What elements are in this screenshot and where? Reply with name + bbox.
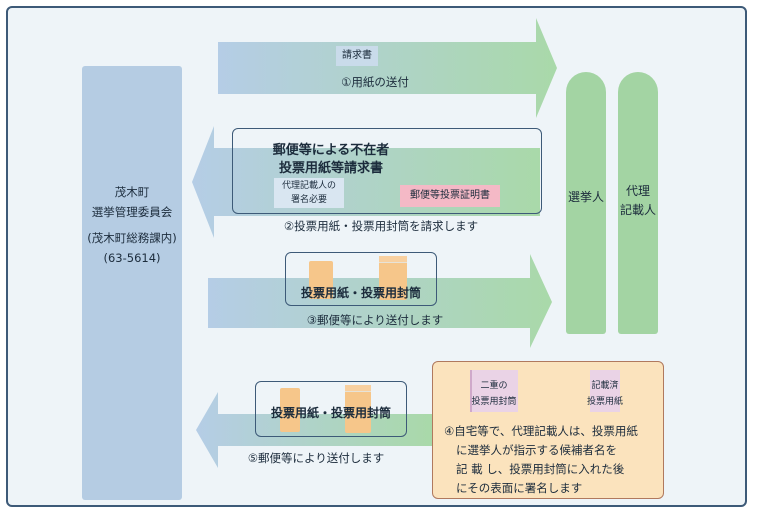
request-form-title-line1: 郵便等による不在者: [272, 143, 390, 158]
signature-note-line2: 署名必要: [290, 195, 327, 205]
return-ballot-sheet-icon: [280, 388, 300, 432]
arrow-step5: [196, 392, 432, 468]
step4-line3: 記 載 し、投票用封筒に入れた後: [456, 462, 625, 476]
office-town: 茂木町: [114, 185, 150, 199]
step1-caption: ①用紙の送付: [341, 75, 409, 89]
office-dept: (茂木町総務課内): [87, 231, 177, 245]
step5-items-label: 投票用紙・投票用封筒: [270, 406, 391, 420]
office-committee: 選挙管理委員会: [91, 205, 173, 219]
filled-ballot-icon: [590, 370, 620, 412]
voter-pillar: [566, 72, 606, 334]
voter-label: 選挙人: [567, 190, 604, 204]
proxy-label-line1: 代理: [625, 184, 650, 198]
step5-ballot-box: [255, 381, 407, 437]
election-office-label: 茂木町 選挙管理委員会 (茂木町総務課内) (63-5614): [82, 182, 182, 268]
filled-ballot-line1: 記載済: [591, 381, 619, 391]
step3-items-label: 投票用紙・投票用封筒: [300, 286, 421, 300]
arrow-step2: [192, 126, 540, 238]
filled-ballot-line2: 投票用紙: [586, 397, 623, 407]
proxy-label: 代理 記載人: [614, 182, 662, 220]
office-phone: (63-5614): [103, 251, 161, 265]
arrow-step3: [208, 254, 552, 348]
return-ballot-envelope-icon: [345, 385, 371, 433]
step3-ballot-box: [285, 252, 437, 306]
request-form-title-line2: 投票用紙等請求書: [278, 161, 383, 176]
double-envelope-icon: [470, 370, 518, 412]
step5-caption: ⑤郵便等により送付します: [247, 451, 385, 465]
filled-ballot-label: 記載済 投票用紙: [576, 378, 634, 410]
double-envelope-line2: 投票用封筒: [471, 397, 517, 407]
step4-line1: ④自宅等で、代理記載人は、投票用紙: [444, 424, 638, 438]
ballot-envelope-icon: [379, 256, 407, 300]
double-envelope-line1: 二重の: [480, 381, 508, 391]
step4-line4: にその表面に署名します: [456, 481, 583, 495]
request-form-box: [232, 128, 542, 214]
election-office-pillar: [82, 66, 182, 500]
proxy-label-line2: 記載人: [619, 203, 656, 217]
proxy-pillar: [618, 72, 658, 334]
step2-caption: ②投票用紙・投票用封筒を請求します: [283, 219, 479, 233]
double-envelope-label: 二重の 投票用封筒: [462, 378, 526, 410]
request-form-tag: 請求書: [336, 46, 378, 66]
postal-vote-certificate: 郵便等投票証明書: [400, 185, 500, 207]
ballot-sheet-icon: [309, 261, 333, 299]
arrow-step1: [218, 18, 557, 118]
request-form-title: 郵便等による不在者 投票用紙等請求書: [232, 142, 430, 178]
signature-note: 代理記載人の 署名必要: [274, 178, 344, 208]
signature-note-line1: 代理記載人の: [281, 181, 336, 191]
step4-description: ④自宅等で、代理記載人は、投票用紙 に選挙人が指示する候補者名を 記 載 し、投…: [444, 422, 658, 498]
step4-line2: に選挙人が指示する候補者名を: [456, 443, 617, 457]
step3-caption: ③郵便等により送付します: [306, 313, 444, 327]
